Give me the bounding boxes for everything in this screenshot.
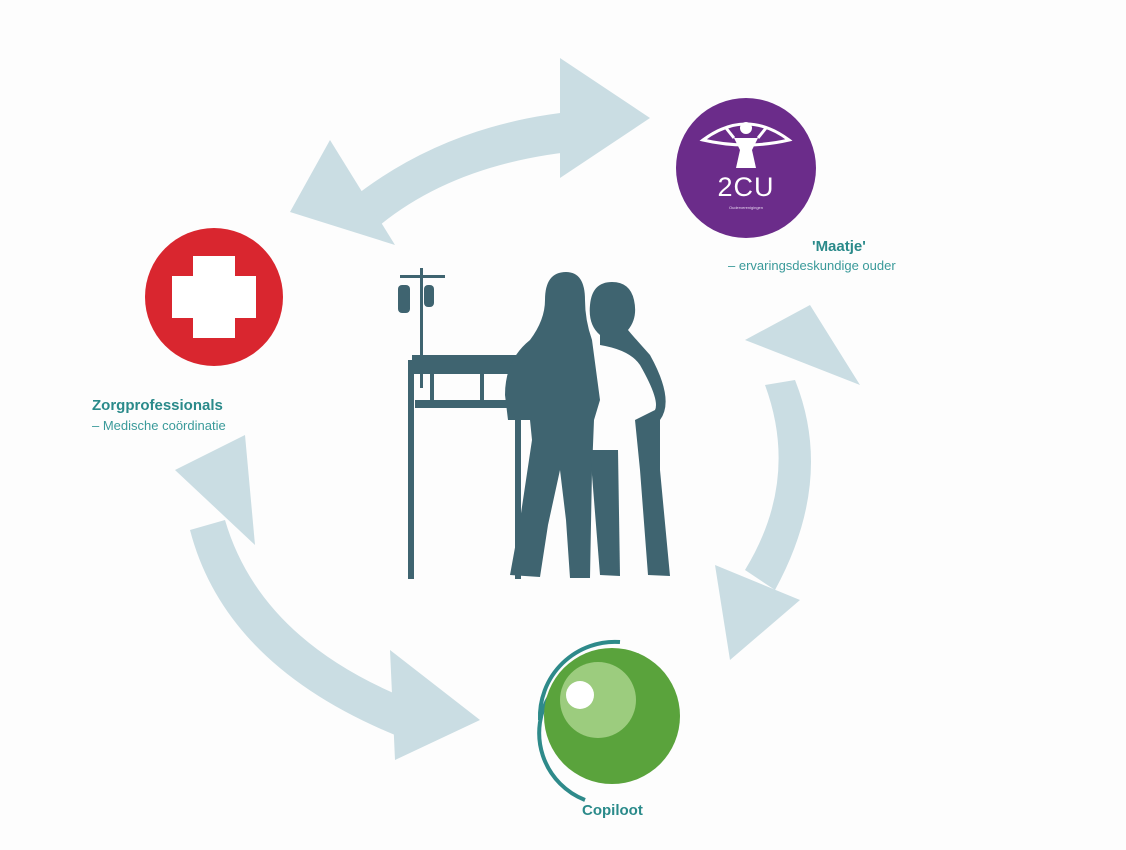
arrow-top: [290, 58, 650, 245]
cycle-arrows: [175, 58, 860, 760]
copiloot-title: Copiloot: [582, 802, 643, 819]
red-cross-icon: [145, 228, 283, 366]
zorgprofessionals-title: Zorgprofessionals: [92, 397, 223, 414]
arrow-right: [715, 305, 860, 660]
2cu-logo-tagline: Ouderverenigingen: [728, 205, 764, 210]
zorgprofessionals-subtitle: – Medische coördinatie: [92, 418, 226, 433]
2cu-logo-text: 2CU: [717, 172, 775, 202]
green-eye-icon: [537, 639, 680, 802]
2cu-logo-icon: [676, 98, 816, 238]
parents-at-incubator-icon: [398, 268, 670, 579]
maatje-subtitle: – ervaringsdeskundige ouder: [728, 258, 896, 273]
arrow-left: [175, 435, 480, 760]
maatje-title: 'Maatje': [812, 238, 866, 255]
